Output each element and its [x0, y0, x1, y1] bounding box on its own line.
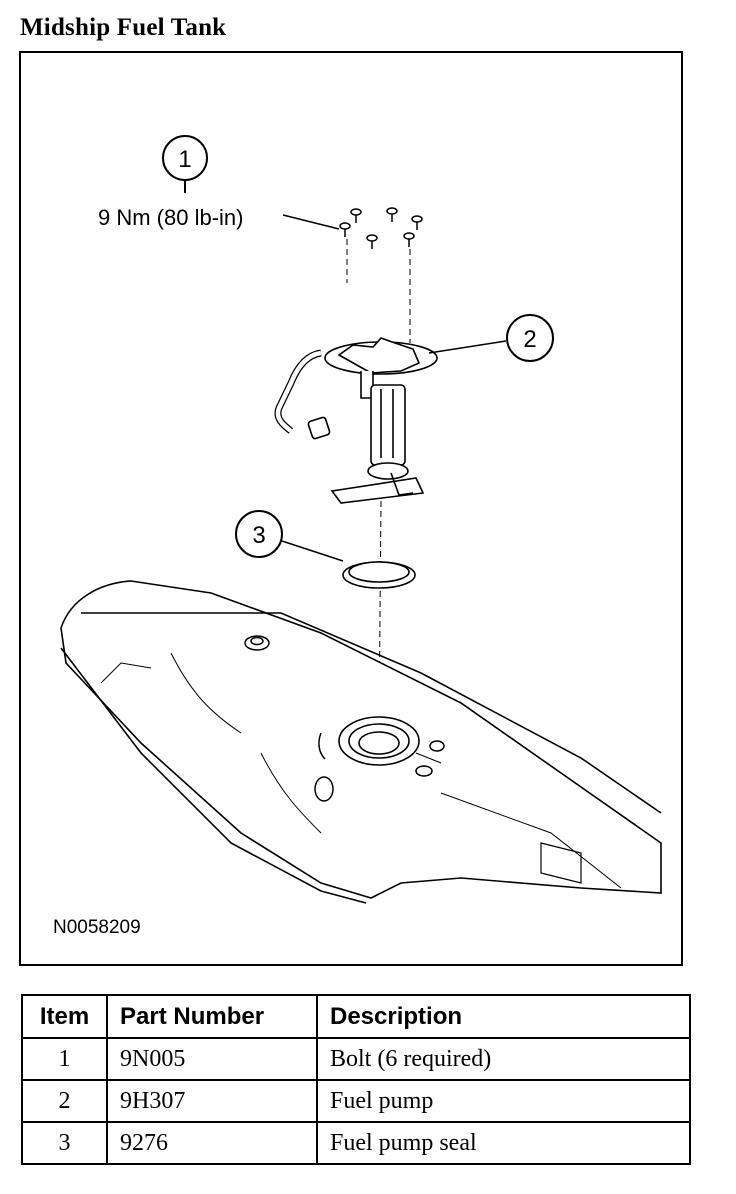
table-header-row: Item Part Number Description: [21, 994, 691, 1039]
callout-1: 1: [162, 135, 208, 193]
header-item: Item: [21, 994, 108, 1039]
cell-item: 2: [21, 1079, 108, 1123]
torque-leader-line: [282, 214, 340, 230]
bolts: [339, 207, 423, 249]
bolt-5: [366, 234, 378, 249]
bolt-3: [411, 215, 423, 230]
fuel-pump-seal: [342, 561, 416, 589]
cell-description: Bolt (6 required): [316, 1037, 691, 1081]
tank-pump-opening: [338, 716, 420, 766]
bolt-6: [403, 232, 415, 247]
cell-part-number: 9H307: [106, 1079, 318, 1123]
tank-fittings: [244, 635, 445, 802]
cell-part-number: 9N005: [106, 1037, 318, 1081]
table-row: 2 9H307 Fuel pump: [21, 1079, 691, 1123]
torque-label: 9 Nm (80 lb-in): [98, 205, 243, 230]
callout-3: 3: [235, 510, 344, 562]
cell-part-number: 9276: [106, 1121, 318, 1165]
fuel-tank-diagram: 1 9 Nm (80 lb-in): [53, 135, 662, 938]
bolt-4: [339, 222, 351, 237]
callout-2: 2: [428, 314, 554, 362]
table-row: 1 9N005 Bolt (6 required): [21, 1037, 691, 1081]
cell-item: 1: [21, 1037, 108, 1081]
figure-id: N0058209: [53, 917, 141, 938]
fuel-pump-assembly: [274, 337, 438, 504]
header-part-number: Part Number: [106, 994, 318, 1039]
callout-2-number: 2: [523, 326, 536, 353]
callout-3-number: 3: [252, 522, 265, 549]
bolt-1: [350, 208, 362, 223]
table-row: 3 9276 Fuel pump seal: [21, 1121, 691, 1165]
cell-description: Fuel pump seal: [316, 1121, 691, 1165]
page-title: Midship Fuel Tank: [20, 14, 227, 41]
callout-1-number: 1: [178, 146, 191, 173]
cell-item: 3: [21, 1121, 108, 1165]
bolt-2: [386, 207, 398, 222]
diagram-frame: 1 9 Nm (80 lb-in): [19, 51, 683, 966]
cell-description: Fuel pump: [316, 1079, 691, 1123]
header-description: Description: [316, 994, 691, 1039]
parts-table: Item Part Number Description 1 9N005 Bol…: [21, 994, 691, 1165]
